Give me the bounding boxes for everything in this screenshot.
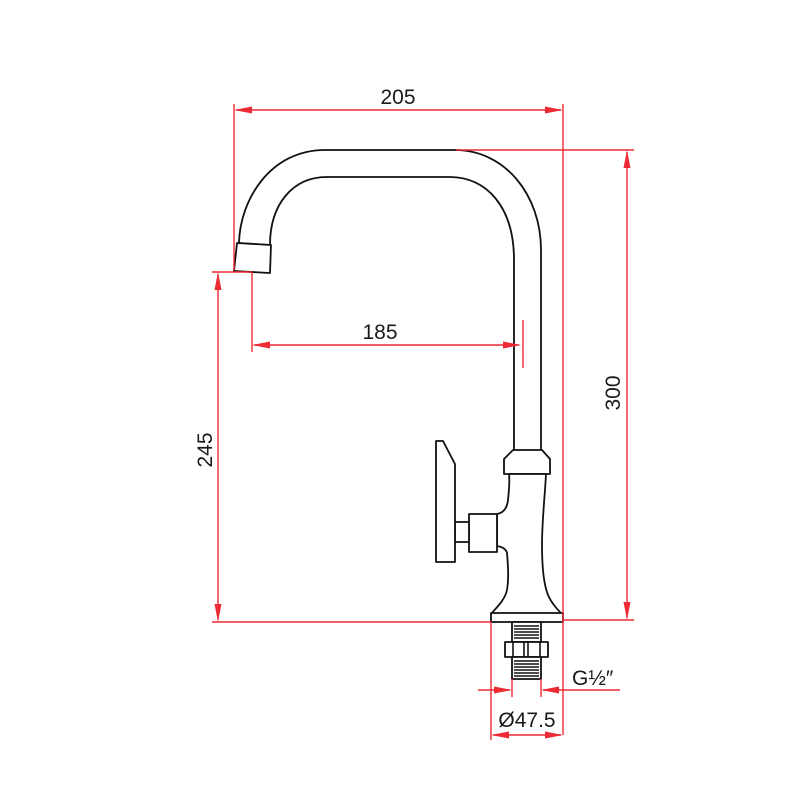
lever-handle (435, 440, 456, 563)
dimension-label-diameter: Ø47.5 (498, 709, 555, 732)
spout-aerator (233, 242, 272, 274)
dimension-overall-height: 300 (456, 149, 634, 621)
mounting-nut (504, 641, 549, 658)
threaded-shank (504, 621, 549, 680)
faucet-body (233, 149, 564, 680)
dimension-label-245: 245 (194, 432, 217, 467)
dimension-overall-width: 205 (233, 86, 564, 735)
base-plate (490, 612, 564, 623)
dimension-label-185: 185 (362, 321, 397, 344)
valve-body (490, 473, 563, 615)
handle-hub (468, 513, 498, 553)
dimension-label-300: 300 (602, 375, 625, 410)
dimension-spout-height: 245 (194, 271, 491, 623)
dimension-base-diameter: Ø47.5 (490, 622, 563, 740)
spout-collar (503, 449, 551, 475)
dimension-thread-size: G½″ (478, 667, 620, 697)
handle-stem (454, 521, 470, 543)
dimension-label-thread: G½″ (572, 667, 614, 690)
dimension-label-205: 205 (380, 86, 415, 109)
dimension-spout-reach: 185 (251, 272, 524, 368)
spout-tube (238, 149, 542, 453)
